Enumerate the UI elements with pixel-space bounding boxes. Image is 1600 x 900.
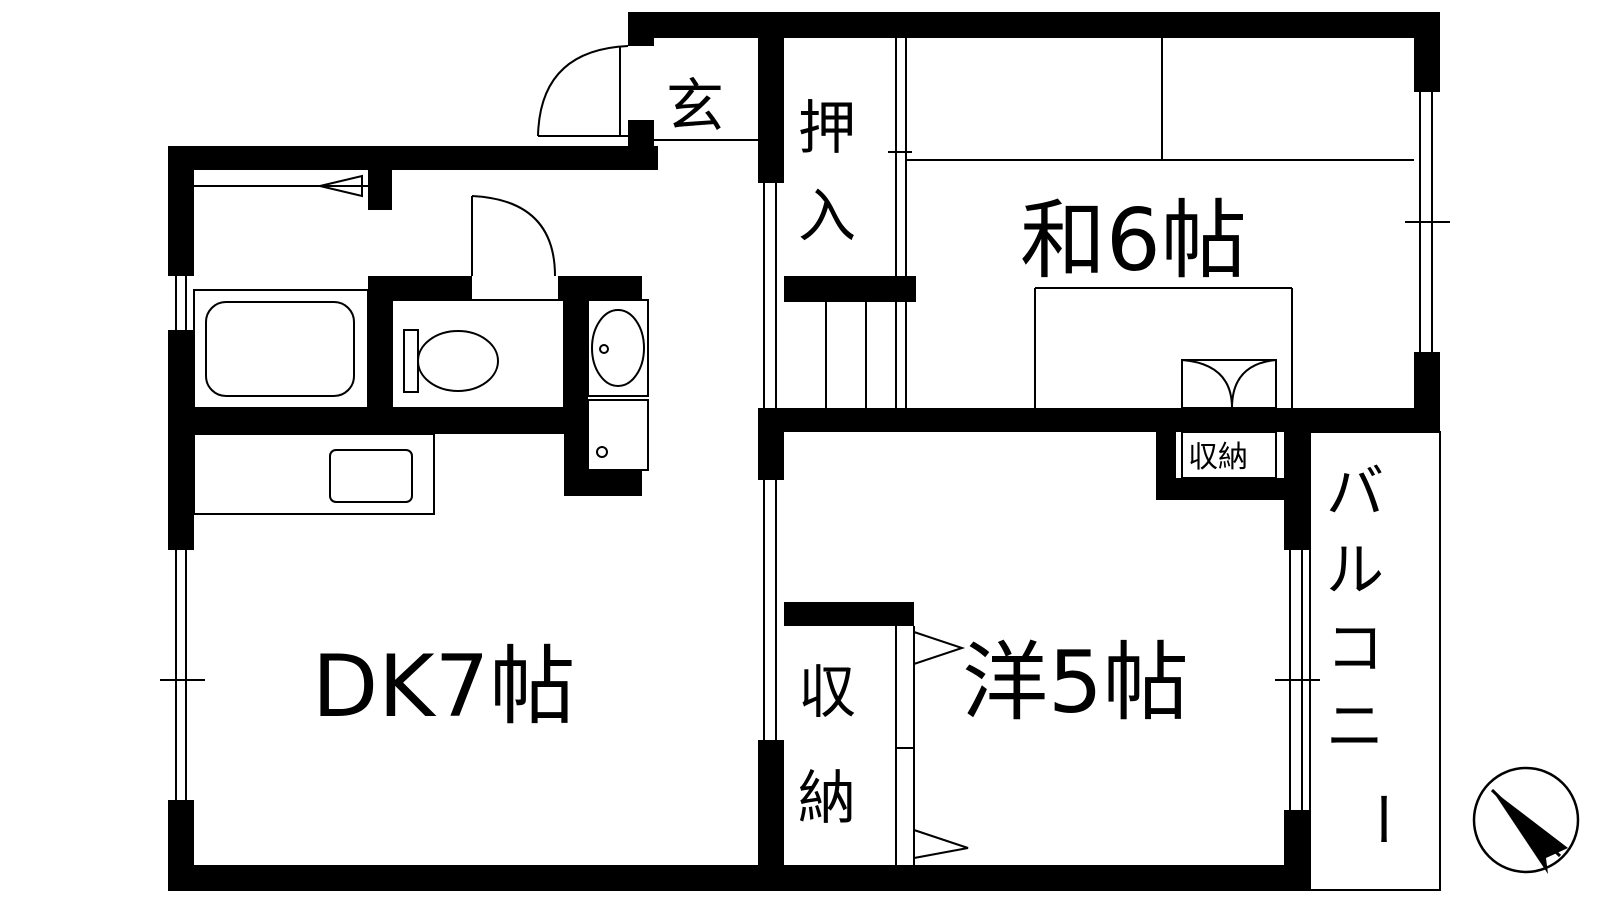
interior-walls bbox=[168, 38, 1440, 880]
north-arrow-icon bbox=[1472, 766, 1580, 874]
label-shuno-closet-2: 納 bbox=[798, 764, 856, 832]
room-label-yoshitsu: 洋5帖 bbox=[962, 633, 1189, 733]
balcony-char: ル bbox=[1326, 536, 1384, 604]
label-oshiire-1: 押 bbox=[798, 94, 856, 162]
outer-walls bbox=[168, 12, 1440, 891]
balcony-char: ー bbox=[1348, 790, 1416, 848]
room-label-dk: DK7帖 bbox=[312, 637, 575, 737]
label-shuno-small: 収納 bbox=[1188, 440, 1248, 475]
label-shuno-closet-1: 収 bbox=[798, 658, 856, 726]
balcony-char: バ bbox=[1326, 458, 1384, 526]
label-genkan: 玄 bbox=[666, 72, 724, 140]
fixtures bbox=[160, 38, 1450, 891]
balcony-char: コ bbox=[1326, 614, 1384, 682]
label-oshiire-2: 入 bbox=[798, 182, 856, 250]
room-label-washitsu: 和6帖 bbox=[1020, 191, 1247, 291]
balcony-char: ニ bbox=[1326, 692, 1384, 760]
balcony-label: バ ル コ ニ ー bbox=[1326, 458, 1416, 848]
